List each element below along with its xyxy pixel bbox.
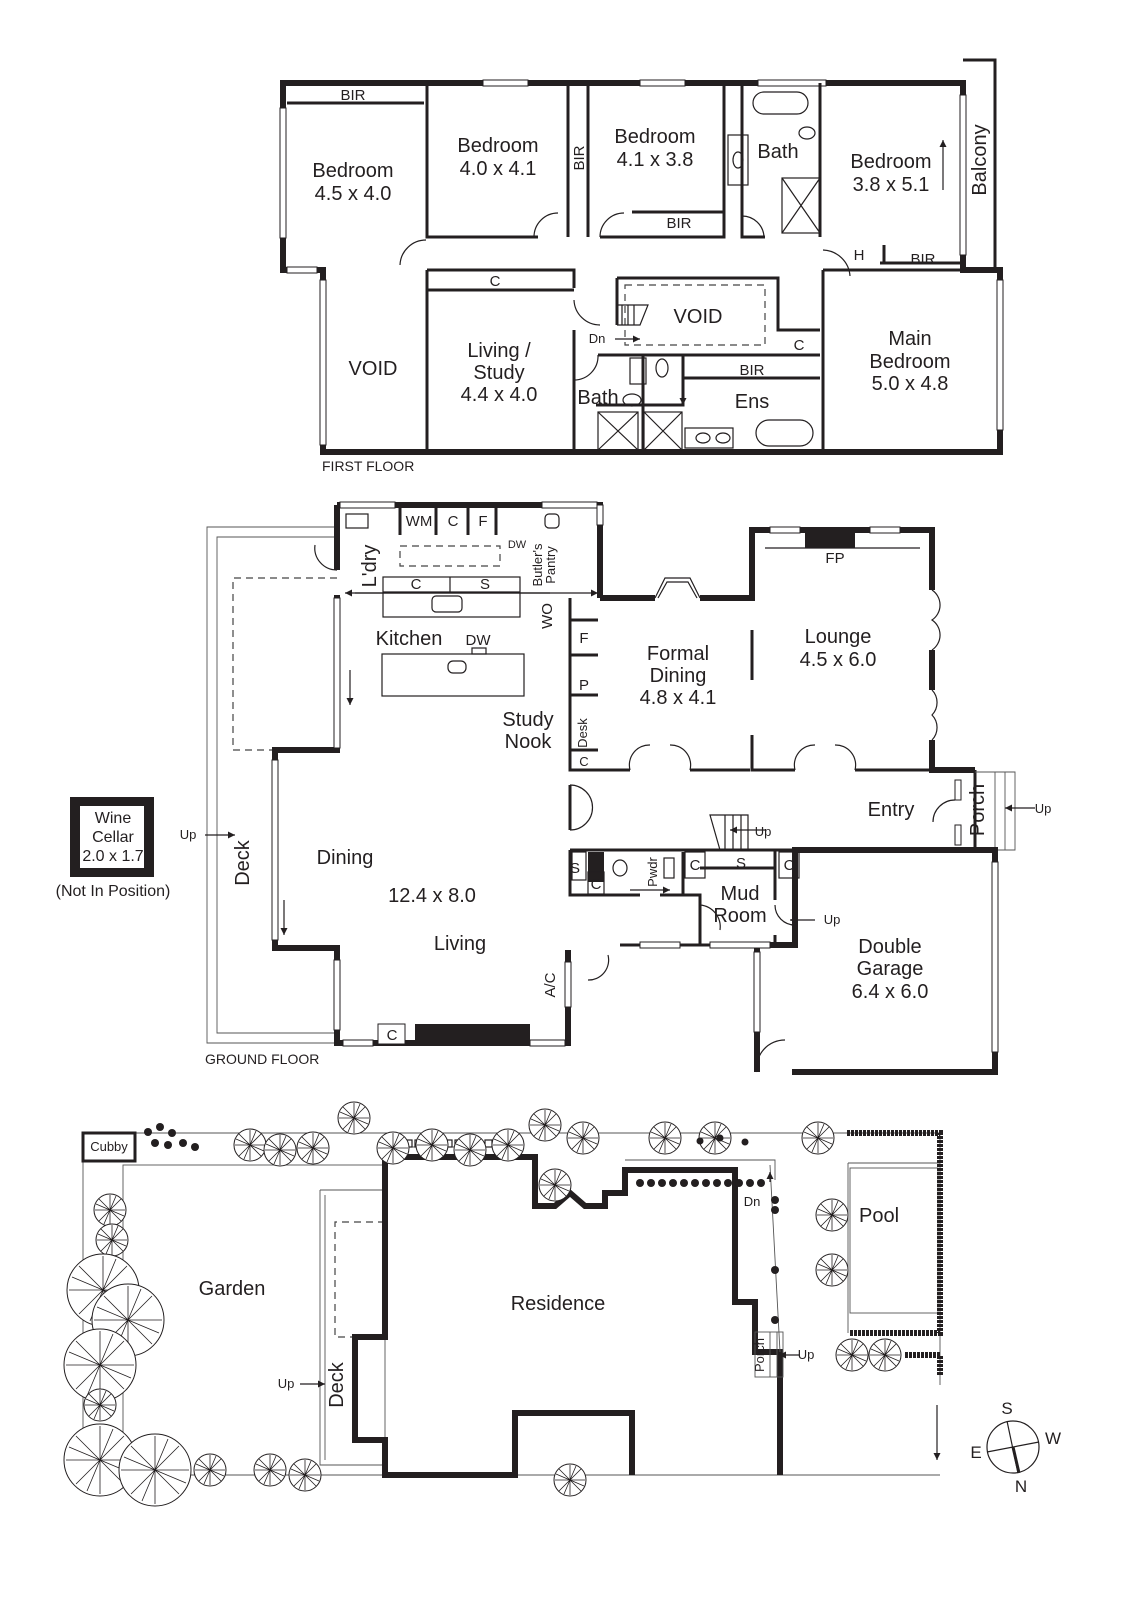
- kitchen-dishwasher-label: DW: [466, 632, 492, 649]
- laundry-cupboard-label: C: [448, 513, 459, 530]
- ground-floor-caption: GROUND FLOOR: [205, 1051, 319, 1067]
- compass-east: E: [970, 1443, 981, 1462]
- site-dn-label: Dn: [744, 1194, 761, 1209]
- butlers-pantry-line1: Butler's: [530, 543, 545, 586]
- compass-north: N: [1015, 1477, 1027, 1496]
- bedroom-2-name: Bedroom: [457, 135, 538, 157]
- formal-dining-line2: Dining: [650, 665, 707, 687]
- mud-up-label: Up: [824, 912, 841, 927]
- nook-cupboard-label: C: [579, 754, 588, 769]
- void-center-label: VOID: [674, 306, 723, 328]
- mud-cupboard-1-label: C: [690, 857, 701, 874]
- kitchen-cupboard-label: C: [411, 576, 422, 593]
- living-label: Living: [434, 933, 486, 955]
- pool-label: Pool: [859, 1205, 899, 1227]
- laundry-label: L'dry: [359, 545, 381, 588]
- wine-cellar-note: (Not In Position): [56, 883, 171, 900]
- wall-oven-label: WO: [539, 603, 556, 629]
- bedroom-1-size: 4.5 x 4.0: [315, 183, 392, 205]
- site-deck-up-label: Up: [278, 1376, 295, 1391]
- laundry-fridge-label: F: [478, 513, 487, 530]
- bath-name: Bath: [757, 141, 798, 163]
- living-study-line2: Study: [473, 362, 524, 384]
- wine-cellar-line2: Cellar: [92, 829, 134, 846]
- lounge-size: 4.5 x 6.0: [800, 649, 877, 671]
- main-bir-label: BIR: [739, 362, 764, 379]
- ground-porch-label: Porch: [967, 784, 989, 836]
- formal-dining-line1: Formal: [647, 643, 709, 665]
- ground-floor-plan: [70, 501, 1035, 1075]
- formal-dining-size: 4.8 x 4.1: [640, 687, 717, 709]
- first-floor-plan: [279, 58, 1004, 455]
- garage-line1: Double: [858, 936, 921, 958]
- balcony-label: Balcony: [969, 124, 991, 195]
- deck-up-label: Up: [180, 827, 197, 842]
- residence-label: Residence: [511, 1293, 606, 1315]
- site-plan: [63, 1101, 943, 1507]
- void-left-label: VOID: [349, 358, 398, 380]
- entry-label: Entry: [868, 799, 915, 821]
- fireplace-label: FP: [825, 550, 844, 567]
- aircon-label: A/C: [542, 972, 559, 997]
- main-bedroom-line1: Main: [888, 328, 931, 350]
- bedroom-3-size: 4.1 x 3.8: [617, 149, 694, 171]
- fridge-label: F: [579, 630, 588, 647]
- hall-cupboard-label: C: [490, 273, 501, 290]
- mud-storage-label: S: [736, 855, 746, 872]
- kitchen-label: Kitchen: [376, 628, 443, 650]
- powder-sink-label: S: [570, 860, 580, 877]
- compass-south: S: [1001, 1399, 1012, 1418]
- bedroom-2-size: 4.0 x 4.1: [460, 158, 537, 180]
- lounge-name: Lounge: [805, 626, 872, 648]
- garage-size: 6.4 x 6.0: [852, 981, 929, 1003]
- bedroom-3-bir-label: BIR: [666, 215, 691, 232]
- site-porch-label: Porch: [752, 1338, 767, 1372]
- wine-cellar-size: 2.0 x 1.7: [82, 848, 143, 865]
- bedroom-1-name: Bedroom: [312, 160, 393, 182]
- garden-label: Garden: [199, 1278, 266, 1300]
- garage-line2: Garage: [857, 958, 924, 980]
- study-nook-line2: Nook: [505, 731, 553, 753]
- washing-machine-label: WM: [406, 513, 433, 530]
- bath-2-name: Bath: [577, 387, 618, 409]
- mud-room-line2: Room: [713, 905, 766, 927]
- butlers-pantry-line2: Pantry: [543, 546, 558, 584]
- pantry-label: P: [579, 677, 589, 694]
- cubby-label: Cubby: [90, 1139, 128, 1154]
- bedroom-4-bir-label: BIR: [910, 251, 935, 268]
- main-cupboard-label: C: [794, 337, 805, 354]
- powder-cupboard-label: C: [591, 876, 602, 893]
- bedroom-4-name: Bedroom: [850, 151, 931, 173]
- h-label: H: [854, 247, 865, 264]
- dining-living-size: 12.4 x 8.0: [388, 885, 476, 907]
- porch-up-label: Up: [1035, 801, 1052, 816]
- compass-rose: [986, 1420, 1040, 1474]
- bedroom-3-name: Bedroom: [614, 126, 695, 148]
- living-study-line1: Living /: [467, 340, 531, 362]
- bir-vertical-label: BIR: [571, 145, 588, 170]
- stair-up-label: Up: [755, 824, 772, 839]
- desk-label: Desk: [575, 718, 590, 748]
- kitchen-sink-label: S: [480, 576, 490, 593]
- site-porch-up-label: Up: [798, 1347, 815, 1362]
- living-cupboard-label: C: [387, 1027, 398, 1044]
- first-floor-caption: FIRST FLOOR: [322, 458, 414, 474]
- living-study-size: 4.4 x 4.0: [461, 384, 538, 406]
- mud-cupboard-2-label: C: [784, 857, 795, 874]
- dining-label: Dining: [317, 847, 374, 869]
- compass-west: W: [1045, 1429, 1061, 1448]
- study-nook-line1: Study: [502, 709, 553, 731]
- main-bedroom-size: 5.0 x 4.8: [872, 373, 949, 395]
- pantry-dishwasher-label: DW: [508, 539, 527, 551]
- wine-cellar-line1: Wine: [95, 810, 132, 827]
- first-floor-dn-label: Dn: [589, 331, 606, 346]
- site-deck-label: Deck: [326, 1361, 348, 1408]
- bedroom-4-size: 3.8 x 5.1: [853, 174, 930, 196]
- ground-deck-label: Deck: [232, 839, 254, 886]
- main-bedroom-line2: Bedroom: [869, 351, 950, 373]
- ensuite-name: Ens: [735, 391, 769, 413]
- first-floor-bir-top-label: BIR: [340, 87, 365, 104]
- mud-room-line1: Mud: [721, 883, 760, 905]
- powder-room-label: Pwdr: [645, 857, 660, 887]
